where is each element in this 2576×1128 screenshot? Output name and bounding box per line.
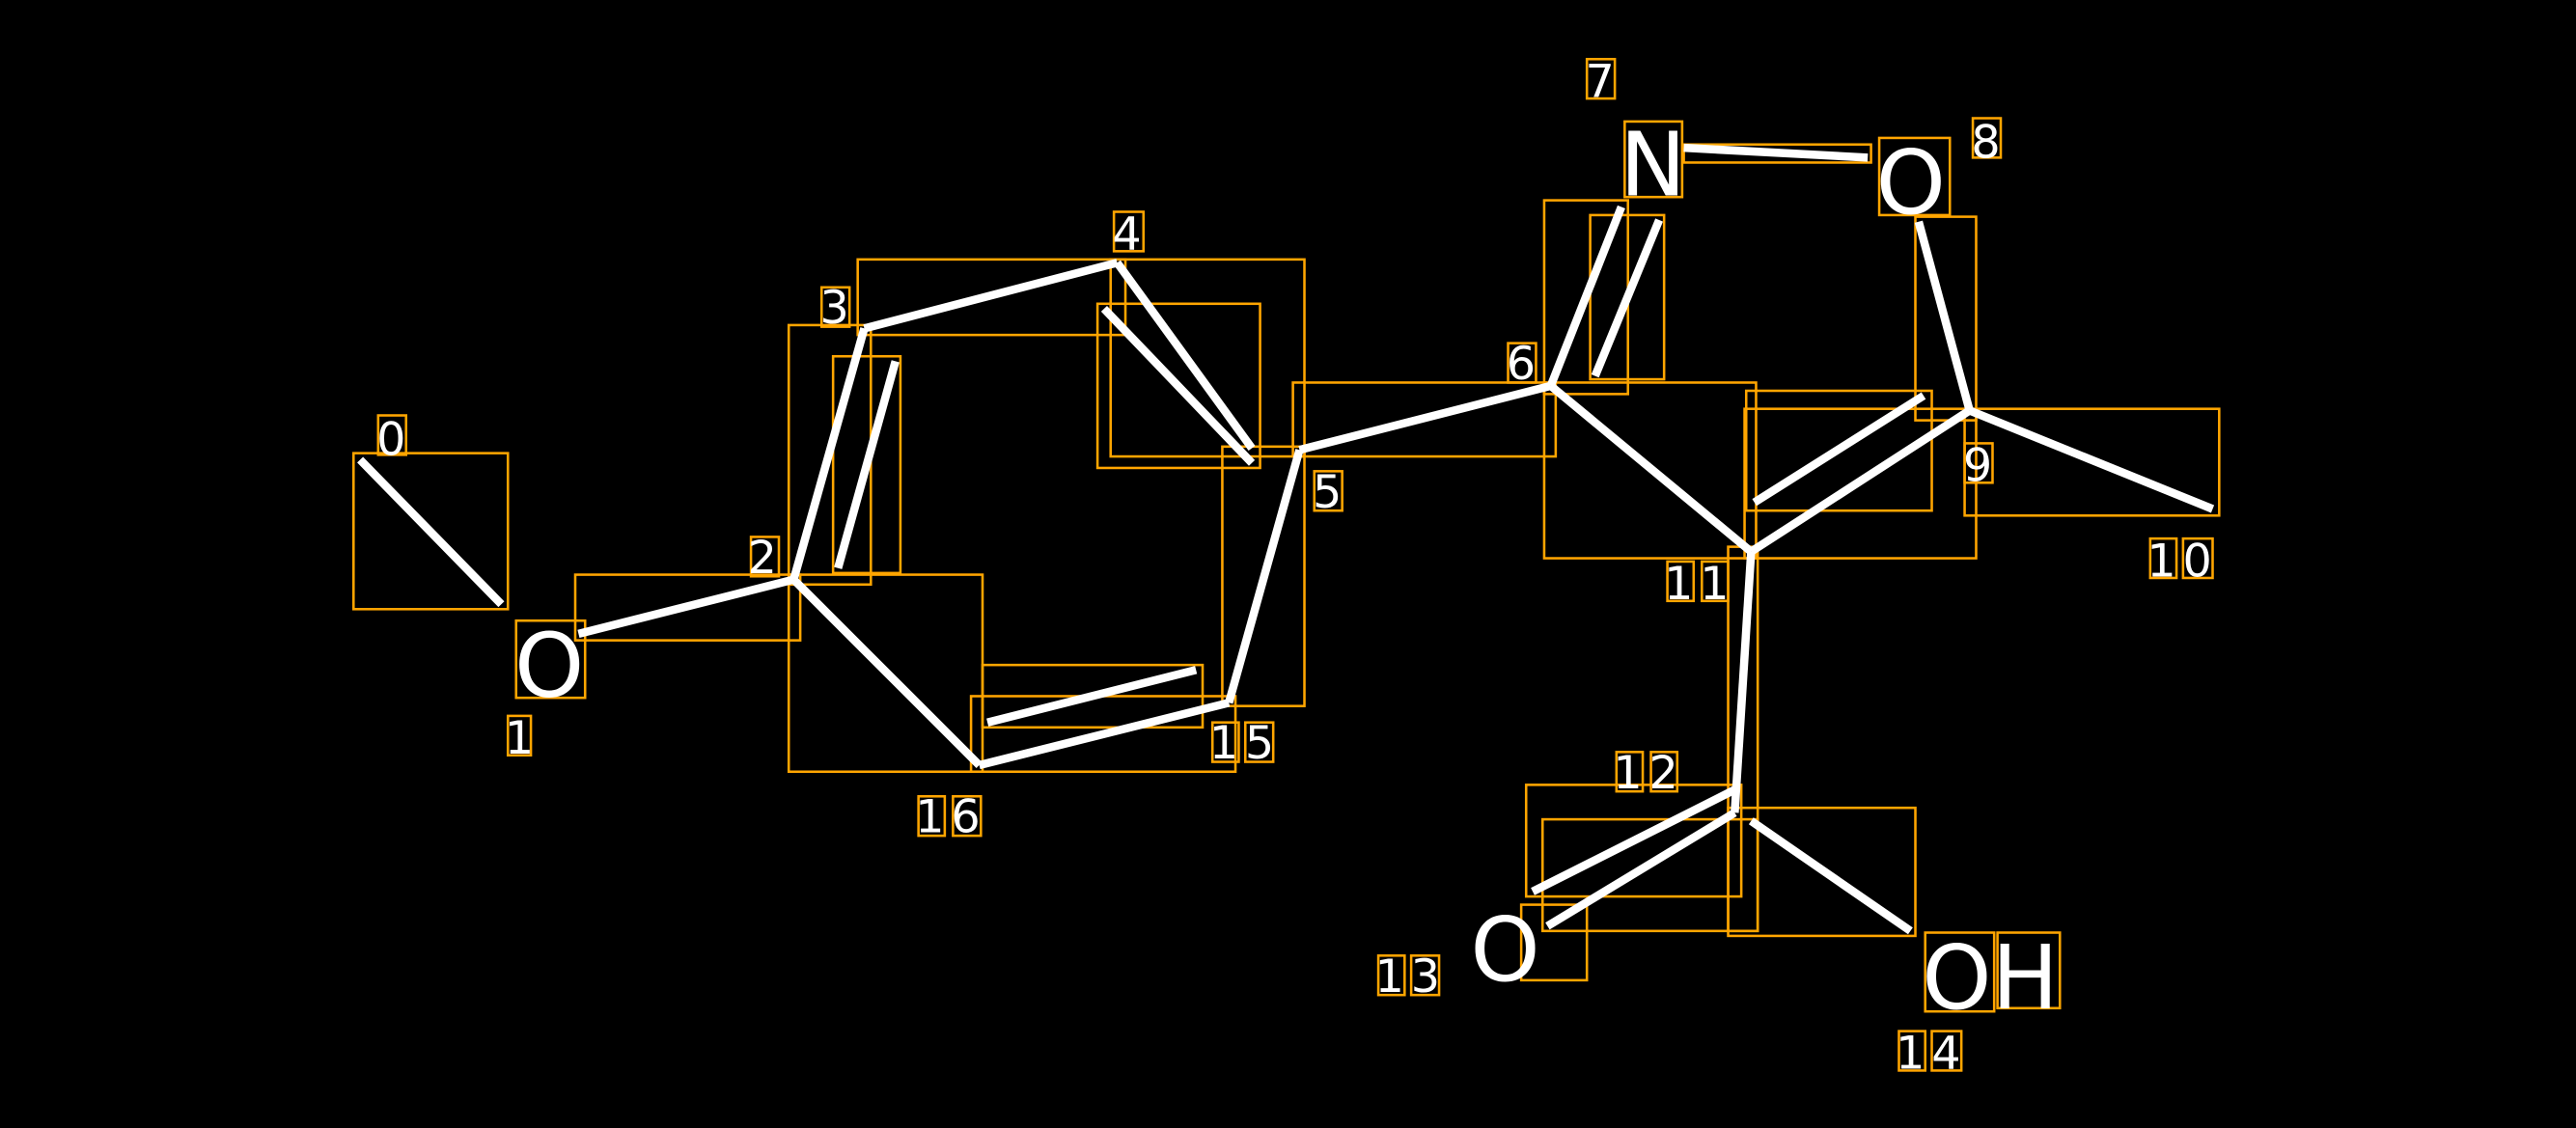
bounding-box: [352, 452, 510, 611]
atom-index-16: 16: [915, 791, 986, 844]
bounding-box: [1095, 302, 1261, 470]
bond-line: [1531, 785, 1737, 895]
atom-index-14: 14: [1896, 1028, 1967, 1081]
bond-line: [986, 666, 1198, 727]
atom-label-13: O: [1470, 898, 1539, 1002]
bounding-box: [1963, 442, 1994, 484]
bond-line: [863, 259, 1119, 333]
bond-line: [1545, 809, 1737, 930]
atom-index-9: 9: [1963, 440, 1992, 493]
bond-line: [1546, 205, 1625, 388]
bond-line: [1914, 220, 1974, 412]
bond-line: [577, 575, 795, 638]
bounding-box: [376, 414, 408, 456]
bounding-box: [506, 714, 533, 757]
bounding-box: [2181, 536, 2214, 580]
atom-indices: 0 1 2 3 4 5 6 7 8 9 10 11 12 13 14 15 16: [376, 55, 2218, 1081]
bounding-box: [1649, 751, 1679, 793]
bonds: [357, 143, 2215, 935]
bond-line: [1298, 381, 1552, 454]
bounding-box: [749, 536, 781, 578]
bounding-box: [1524, 784, 1743, 898]
bounding-box: [1914, 215, 1978, 422]
bounding-box: [1897, 1030, 1926, 1072]
bounding-box: [1930, 1030, 1963, 1072]
bounding-box: [1615, 751, 1645, 793]
bounding-box: [1542, 381, 1758, 560]
bounding-box: [573, 573, 802, 642]
atom-label-14: OH: [1922, 926, 2058, 1030]
bounding-box: [1585, 57, 1617, 100]
bounding-box: [1112, 210, 1146, 253]
bond-line: [1968, 406, 2215, 513]
bounding-box: [1540, 817, 1759, 933]
atom-label-8: O: [1876, 131, 1946, 234]
atom-label-7: N: [1620, 113, 1686, 216]
bond-line: [1749, 406, 1972, 556]
bounding-box: [1666, 560, 1696, 603]
atom-index-4: 4: [1112, 208, 1141, 261]
bounding-box: [856, 258, 1127, 337]
bond-line: [1225, 449, 1304, 704]
bounding-box: [1744, 389, 1933, 512]
bond-line: [789, 327, 869, 581]
atom-labels: O N O O OH: [514, 113, 2059, 1029]
atom-index-15: 15: [1209, 717, 1281, 770]
bond-line: [1548, 382, 1755, 556]
bond-line: [978, 699, 1231, 770]
atom-index-0: 0: [376, 413, 405, 466]
bounding-box: [1682, 143, 1872, 164]
atom-index-2: 2: [748, 532, 777, 585]
bounding-box: [1210, 721, 1240, 763]
bond-line: [1114, 260, 1256, 452]
bounding-box: [1507, 342, 1537, 384]
bounding-box: [1519, 903, 1589, 982]
bond-line: [1100, 305, 1256, 466]
atom-index-6: 6: [1507, 338, 1536, 391]
atom-label-1: O: [514, 614, 584, 717]
bond-line: [1748, 817, 1913, 935]
atom-index-11: 11: [1664, 558, 1735, 611]
atom-index-3: 3: [820, 282, 849, 335]
bounding-box: [1243, 721, 1275, 763]
bounding-box: [917, 795, 947, 838]
bounding-box: [1313, 470, 1343, 512]
bounding-box: [1727, 806, 1917, 938]
bounding-box: [514, 619, 587, 700]
atom-index-1: 1: [505, 712, 534, 765]
bounding-box: [1589, 213, 1666, 381]
bounding-box: [819, 286, 851, 328]
bounding-box: [1924, 931, 1996, 1013]
bounding-box: [1221, 445, 1306, 707]
bounding-box: [1971, 117, 2003, 159]
bounding-box: [1109, 258, 1306, 458]
bounding-box: [2148, 536, 2178, 580]
bounding-box: [981, 663, 1205, 729]
atom-index-13: 13: [1375, 950, 1447, 1004]
atom-index-10: 10: [2147, 535, 2218, 588]
bounding-boxes: [352, 57, 2221, 1072]
bond-line: [1752, 392, 1926, 507]
bounding-box: [952, 795, 983, 838]
bond-line: [1731, 551, 1756, 813]
bounding-box: [1623, 120, 1684, 199]
atom-index-7: 7: [1585, 55, 1614, 108]
atom-index-12: 12: [1613, 747, 1684, 800]
bounding-box: [1701, 560, 1730, 603]
bond-line: [790, 576, 983, 768]
atom-index-5: 5: [1313, 466, 1342, 519]
bounding-box: [1409, 954, 1441, 997]
bond-line: [357, 456, 505, 608]
bounding-box: [1877, 136, 1952, 217]
bounding-box: [1291, 381, 1558, 458]
atom-index-8: 8: [1971, 116, 2000, 169]
bounding-box: [831, 354, 902, 575]
bond-line: [1591, 218, 1663, 378]
bounding-box: [1376, 954, 1406, 997]
bond-line: [1683, 143, 1869, 162]
bond-line: [834, 360, 900, 569]
bounding-box: [1996, 931, 2062, 1010]
